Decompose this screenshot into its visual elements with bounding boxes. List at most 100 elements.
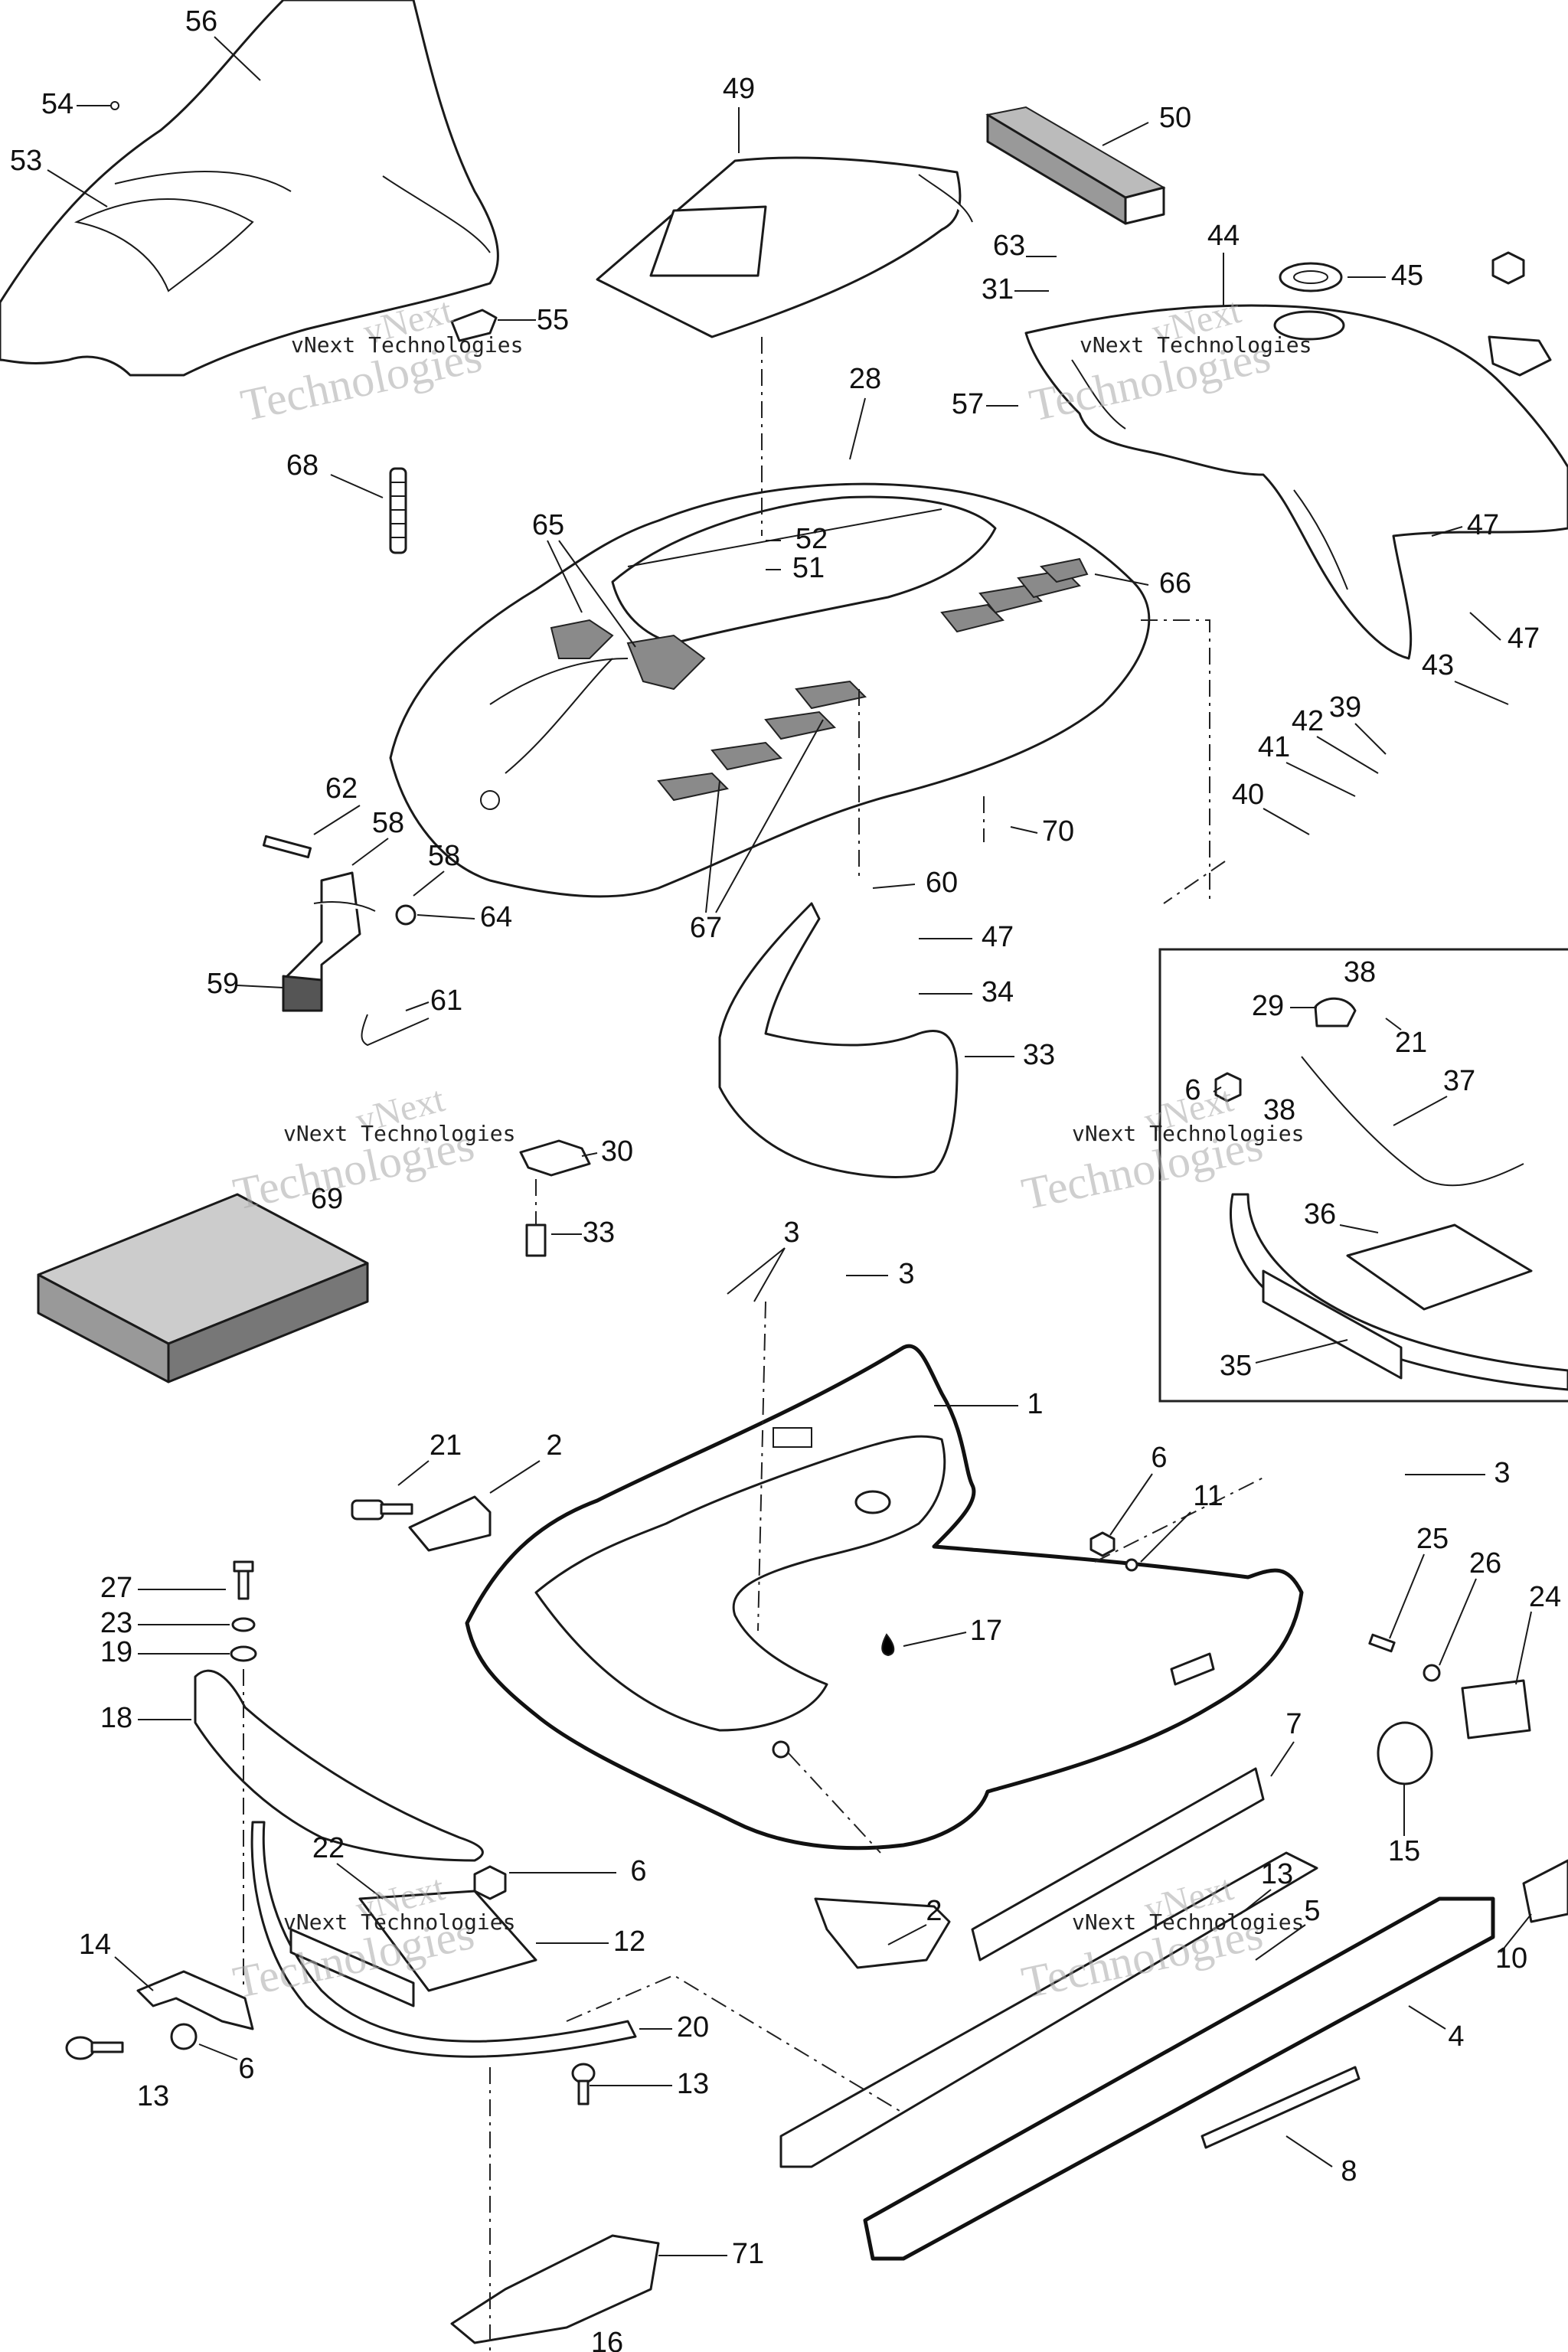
rail-4-part	[779, 1851, 1495, 2261]
screw-33-part	[525, 1223, 547, 1257]
watermark-line1: vNext Technologies	[291, 332, 523, 358]
callout-58: 58	[372, 807, 404, 839]
watermark-line1: vNext Technologies	[1080, 332, 1312, 358]
callout-3: 3	[898, 1258, 914, 1290]
drop-17-part	[881, 1633, 895, 1657]
callout-15: 15	[1388, 1835, 1420, 1867]
callout-6: 6	[238, 2053, 254, 2085]
cable-37-part	[1301, 1056, 1524, 1187]
callout-43: 43	[1422, 649, 1454, 681]
callout-13: 13	[677, 2068, 709, 2100]
windshield-part	[0, 0, 499, 377]
clip-30-part	[519, 1139, 591, 1177]
callout-3: 3	[783, 1217, 799, 1249]
callout-49: 49	[723, 73, 755, 105]
callout-16: 16	[591, 2327, 623, 2352]
bumper-12-part	[250, 1821, 637, 2058]
vent-24-part	[1461, 1679, 1531, 1740]
bracket-2-part	[408, 1495, 492, 1552]
callout-41: 41	[1258, 731, 1290, 763]
callout-60: 60	[926, 867, 958, 899]
callout-2: 2	[926, 1895, 942, 1927]
callout-24: 24	[1529, 1581, 1561, 1613]
callout-11: 11	[1193, 1480, 1223, 1512]
bolt-13b-part	[571, 2063, 596, 2105]
clamp-29-part	[1314, 997, 1357, 1027]
callout-55: 55	[537, 304, 569, 336]
callout-27: 27	[100, 1572, 132, 1604]
washer-26-part	[1423, 1664, 1441, 1682]
latch-59-part	[282, 871, 361, 1012]
callout-45: 45	[1391, 260, 1423, 292]
callout-30: 30	[601, 1135, 633, 1168]
foam-block-69-part	[37, 1193, 369, 1383]
watermark-line1: vNext Technologies	[283, 1121, 515, 1146]
callout-71: 71	[732, 2238, 764, 2270]
plate-7-part	[971, 1767, 1265, 1962]
bracket-18-part	[194, 1669, 484, 1862]
callout-42: 42	[1292, 705, 1324, 737]
callout-66: 66	[1159, 567, 1191, 599]
callout-25: 25	[1416, 1523, 1449, 1555]
callout-33: 33	[583, 1217, 615, 1249]
callout-65: 65	[532, 509, 564, 541]
inset-box	[1158, 948, 1568, 1403]
washer-11-part	[1125, 1558, 1138, 1572]
part-10	[1522, 1859, 1568, 1923]
callout-19: 19	[100, 1636, 132, 1668]
foam-pad-50-part	[985, 106, 1166, 225]
callout-17: 17	[970, 1615, 1002, 1647]
callout-70: 70	[1042, 815, 1074, 848]
panel-33-part	[718, 902, 959, 1178]
callout-23: 23	[100, 1607, 132, 1639]
bolt-27-part	[233, 1560, 254, 1600]
plug-15-part	[1377, 1721, 1433, 1785]
nut-64-part	[395, 904, 416, 926]
callout-69: 69	[311, 1183, 343, 1215]
leader-lines	[47, 36, 1532, 2256]
callout-63: 63	[993, 230, 1025, 262]
nut-6-inset-part	[1214, 1072, 1242, 1102]
centerlines	[243, 337, 1264, 2352]
callout-33: 33	[1023, 1039, 1055, 1071]
callout-1: 1	[1027, 1388, 1043, 1420]
bracket-14-part	[136, 1970, 254, 2030]
watermark-line1: vNext Technologies	[1072, 1121, 1304, 1146]
grommet-45-part	[1279, 262, 1343, 292]
slot-detail-part	[1170, 1652, 1215, 1686]
callout-34: 34	[982, 976, 1014, 1008]
callout-2: 2	[546, 1429, 562, 1462]
callout-10: 10	[1495, 1942, 1527, 1975]
callout-68: 68	[286, 449, 318, 482]
callout-36: 36	[1304, 1198, 1336, 1230]
callout-13: 13	[1261, 1858, 1293, 1890]
callout-50: 50	[1159, 102, 1191, 134]
callout-59: 59	[207, 968, 239, 1000]
callout-54: 54	[41, 88, 74, 120]
callout-21: 21	[430, 1429, 462, 1462]
spacer-68-ribs	[390, 482, 406, 538]
callout-26: 26	[1469, 1547, 1501, 1579]
nut-6c-part	[170, 2023, 198, 2050]
callout-57: 57	[952, 388, 984, 420]
nut-6b-part	[473, 1865, 507, 1900]
callout-53: 53	[10, 145, 42, 177]
plate-58-part	[313, 901, 376, 912]
callout-8: 8	[1341, 2155, 1357, 2187]
callout-20: 20	[677, 2011, 709, 2043]
callout-21: 21	[1395, 1027, 1427, 1059]
vent-cover-49-part	[596, 156, 973, 338]
callout-3: 3	[1494, 1457, 1510, 1489]
washer-23-part	[231, 1617, 256, 1632]
callout-6: 6	[630, 1855, 646, 1887]
callout-14: 14	[79, 1929, 111, 1961]
callout-61: 61	[430, 985, 462, 1017]
callout-35: 35	[1220, 1350, 1252, 1382]
clip-55-part	[450, 309, 498, 342]
callout-47: 47	[1467, 509, 1499, 541]
callout-13: 13	[137, 2080, 169, 2112]
